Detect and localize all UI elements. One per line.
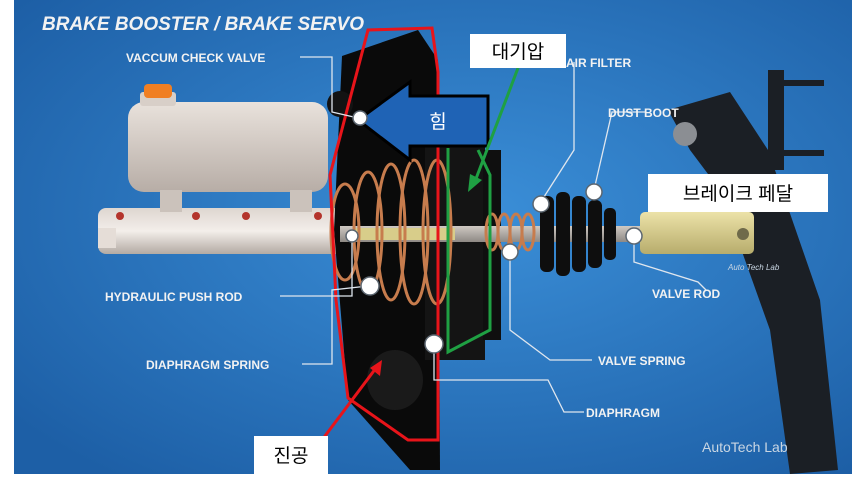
label-hydraulic-push-rod: HYDRAULIC PUSH ROD [105,290,243,304]
leader-dust-boot [593,111,646,191]
leader-valve-rod [633,236,707,291]
leader-hydraulic-push-rod [280,238,353,297]
callout-dot-valve-rod [625,227,643,245]
force-arrow [355,79,490,164]
atmosphere-label-box [470,34,566,68]
vacuum-pointer-line [320,367,378,441]
master-cylinder [98,208,358,254]
callout-dot-diaphragm [424,334,444,354]
fluid-reservoir [128,102,328,192]
pedal-bracket [768,70,784,170]
label-air-filter: AIR FILTER [566,56,631,70]
pedal-pivot [673,122,697,146]
vacuum-pointer-head [370,360,382,376]
label-diaphragm-spring: DIAPHRAGM SPRING [146,358,269,372]
pedal-lever [668,92,838,474]
vacuum-label-box [254,436,328,474]
label-valve-rod: VALVE ROD [652,287,721,301]
diagram-title: BRAKE BOOSTER / BRAKE SERVO [42,14,364,35]
booster-shell-rear [425,130,485,360]
callout-dot-vacuum-check-valve [352,110,368,126]
leader-air-filter [541,62,575,201]
leader-diaphragm [433,344,584,413]
atmosphere-label: 대기압 [492,41,544,63]
label-vacuum-check-valve: VACCUM CHECK VALVE [126,51,265,65]
leader-valve-spring [509,252,592,361]
label-valve-spring: VALVE SPRING [598,354,686,368]
force-label: 힘 [429,111,446,133]
pedal-clevis [640,212,754,254]
callout-dot-diaphragm-spring [360,276,380,296]
callout-dot-dust-boot [585,183,603,201]
vacuum-label: 진공 [274,445,309,467]
reservoir-cap [144,84,172,98]
callout-dot-hydraulic-push-rod [345,229,359,243]
label-diaphragm: DIAPHRAGM [586,406,660,420]
vacuum-chamber-outline [328,26,440,442]
atmosphere-pointer-line [472,67,520,185]
leader-vacuum-check-valve [300,56,359,119]
brake-pedal-label: 브레이크 페달 [683,183,793,205]
atmosphere-chamber-outline [446,148,492,355]
watermark: AutoTech Lab [702,439,788,455]
watermark-small: Auto Tech Lab [727,263,780,272]
atmosphere-pointer-head [468,174,482,192]
callout-dot-valve-spring [501,243,519,261]
leader-diaphragm-spring [302,285,369,365]
dust-boot-bellows [540,192,616,276]
label-dust-boot: DUST BOOT [608,106,679,120]
callout-dot-air-filter [532,195,550,213]
brake-pedal-label-box [648,174,828,212]
